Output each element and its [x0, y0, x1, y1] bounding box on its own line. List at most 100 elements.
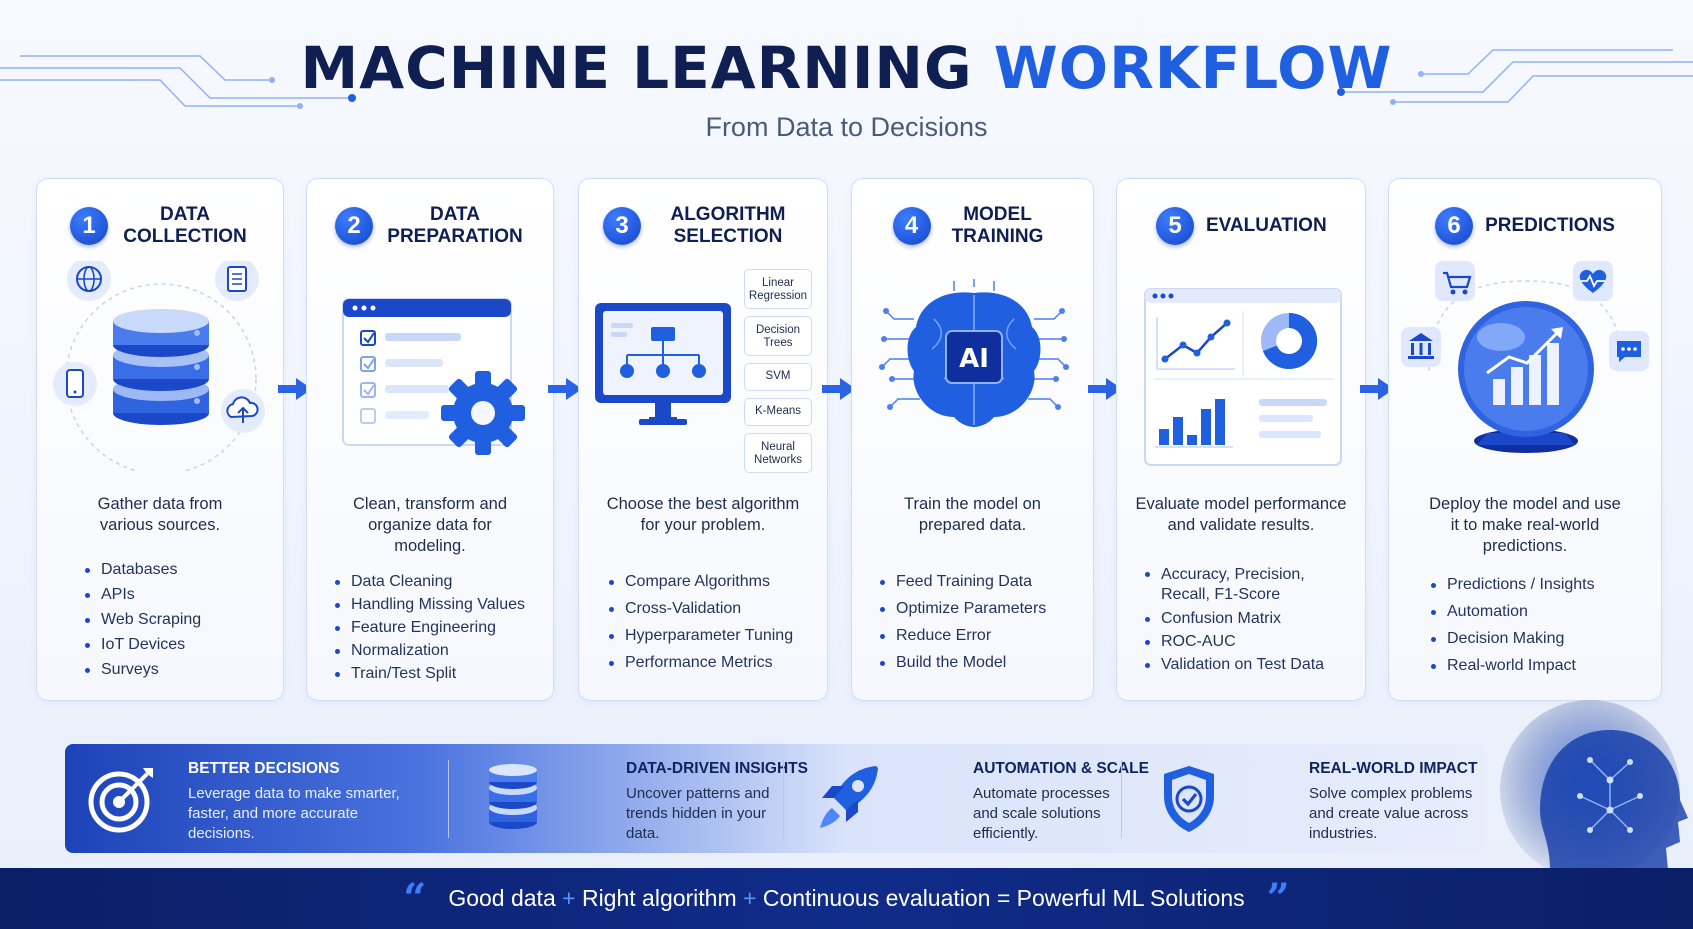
benefit-title: AUTOMATION & SCALE	[973, 760, 1149, 777]
rocket-icon	[820, 766, 878, 828]
step-description: Deploy the model and use it to make real…	[1429, 495, 1621, 555]
step-number-badge: 6	[1435, 207, 1473, 245]
target-icon	[88, 768, 153, 833]
tagline-part-2: Right algorithm	[581, 885, 737, 911]
tagline-part-3: Continuous evaluation = Powerful ML Solu…	[762, 885, 1245, 911]
list-item: Real-world Impact	[1431, 657, 1651, 675]
database-icon	[489, 764, 537, 829]
list-item: Feed Training Data	[880, 573, 1083, 591]
title-main: MACHINE LEARNING	[300, 34, 973, 102]
list-item: Normalization	[335, 642, 543, 660]
tagline-plus-1: +	[562, 885, 576, 911]
benefit-title: REAL-WORLD IMPACT	[1309, 760, 1478, 777]
list-item: Databases	[85, 561, 273, 579]
arrow-right-icon	[278, 378, 312, 400]
list-item: Surveys	[85, 661, 273, 679]
list-item: Performance Metrics	[609, 654, 817, 672]
step-title: ALGORITHM SELECTION	[670, 204, 786, 247]
list-item: Predictions / Insights	[1431, 576, 1651, 594]
page-title: MACHINE LEARNING WORKFLOW	[0, 34, 1693, 102]
ai-head-decoration	[1500, 700, 1688, 870]
quote-close-icon: ”	[1266, 874, 1290, 922]
tagline-plus-2: +	[743, 885, 757, 911]
list-item: Confusion Matrix	[1145, 610, 1335, 628]
monitor-flowchart-icon	[595, 303, 731, 425]
footer-tagline: Good data + Right algorithm + Continuous…	[448, 885, 1244, 912]
crystal-ball-icon	[1458, 301, 1594, 453]
step-title: PREDICTIONS	[1485, 215, 1615, 236]
divider	[1121, 760, 1122, 838]
globe-icon	[67, 261, 111, 301]
benefit-data-driven-insights: DATA-DRIVEN INSIGHTS Uncover patterns an…	[449, 744, 808, 853]
document-icon	[215, 261, 259, 301]
chat-bubble-icon	[1609, 331, 1649, 371]
step-description: Choose the best algorithm for your probl…	[606, 495, 800, 534]
step-number-badge: 3	[603, 207, 641, 245]
benefit-title: BETTER DECISIONS	[188, 760, 340, 777]
step-header: 5 EVALUATION	[1117, 201, 1365, 251]
ai-chip-label: AI	[959, 344, 989, 374]
list-item: Web Scraping	[85, 611, 273, 629]
quote-open-icon: “	[403, 874, 427, 922]
step-header: 4 MODEL TRAINING	[852, 201, 1093, 251]
step-card-data-collection: 1 DATA COLLECTION	[36, 178, 284, 701]
algorithm-tag: K-Means	[744, 398, 812, 426]
list-item: Feature Engineering	[335, 619, 543, 637]
benefit-automation-scale: AUTOMATION & SCALE Automate processes an…	[784, 744, 1149, 853]
data-preparation-illustration	[342, 298, 525, 455]
arrow-right-icon	[1088, 378, 1122, 400]
cloud-upload-icon	[221, 389, 265, 433]
list-item: Compare Algorithms	[609, 573, 817, 591]
benefit-text: Solve complex problems and create value …	[1309, 785, 1473, 842]
heart-pulse-icon	[1573, 261, 1613, 301]
step-bullets: Data Cleaning Handling Missing Values Fe…	[335, 573, 543, 683]
algorithm-tag: Decision Trees	[744, 316, 812, 356]
footer-banner: “ Good data + Right algorithm + Continuo…	[0, 868, 1693, 929]
step-number-badge: 1	[70, 207, 108, 245]
list-item: Automation	[1431, 603, 1651, 621]
step-description: Evaluate model performance and validate …	[1135, 495, 1347, 534]
benefits-bar: BETTER DECISIONS Leverage data to make s…	[65, 744, 1485, 853]
circuit-lines-left-decoration	[0, 55, 356, 109]
step-bullets: Feed Training Data Optimize Parameters R…	[880, 573, 1083, 672]
arrow-right-icon	[822, 378, 856, 400]
step-header: 3 ALGORITHM SELECTION	[579, 201, 827, 251]
smartphone-icon	[53, 362, 97, 406]
step-description: Train the model on prepared data.	[904, 495, 1041, 534]
list-item: Cross-Validation	[609, 600, 817, 618]
list-item: Accuracy, Precision, Recall, F1-Score	[1145, 565, 1335, 605]
list-item: Build the Model	[880, 654, 1083, 672]
step-description: Clean, transform and organize data for m…	[352, 495, 508, 555]
list-item: APIs	[85, 586, 273, 604]
list-item: Handling Missing Values	[335, 596, 543, 614]
list-item: Train/Test Split	[335, 665, 543, 683]
tagline-part-1: Good data	[448, 885, 556, 911]
step-title: EVALUATION	[1206, 215, 1327, 236]
circuit-lines-right-decoration	[1337, 49, 1693, 105]
benefit-text: Leverage data to make smarter, faster, a…	[188, 785, 400, 842]
benefit-text: Automate processes and scale solutions e…	[973, 785, 1110, 842]
step-card-predictions: 6 PREDICTIONS	[1388, 178, 1662, 701]
arrow-right-icon	[548, 378, 582, 400]
ai-brain-icon: AI	[879, 279, 1069, 427]
shield-check-icon	[1164, 766, 1214, 832]
benefit-text: Uncover patterns and trends hidden in yo…	[626, 785, 770, 842]
algorithm-tag: Neural Networks	[744, 433, 812, 473]
list-item: Decision Making	[1431, 630, 1651, 648]
list-item: Data Cleaning	[335, 573, 543, 591]
list-item: Reduce Error	[880, 627, 1083, 645]
step-header: 1 DATA COLLECTION	[37, 201, 283, 251]
step-card-model-training: 4 MODEL TRAINING AI Train the model on p…	[851, 178, 1094, 701]
algorithm-list: Linear Regression Decision Trees SVM K-M…	[744, 269, 812, 473]
divider	[448, 760, 449, 838]
step-card-data-preparation: 2 DATA PREPARATION	[306, 178, 554, 701]
benefit-better-decisions: BETTER DECISIONS Leverage data to make s…	[65, 744, 445, 853]
step-bullets: Accuracy, Precision, Recall, F1-Score Co…	[1145, 565, 1335, 674]
dashboard-charts-icon	[1144, 288, 1342, 466]
page-subtitle: From Data to Decisions	[705, 112, 988, 142]
list-item: Hyperparameter Tuning	[609, 627, 817, 645]
algorithm-tag: SVM	[744, 363, 812, 391]
step-bullets: Databases APIs Web Scraping IoT Devices …	[85, 561, 273, 679]
step-bullets: Compare Algorithms Cross-Validation Hype…	[609, 573, 817, 672]
step-card-algorithm-selection: 3 ALGORITHM SELECTION Linear Regression …	[578, 178, 828, 701]
